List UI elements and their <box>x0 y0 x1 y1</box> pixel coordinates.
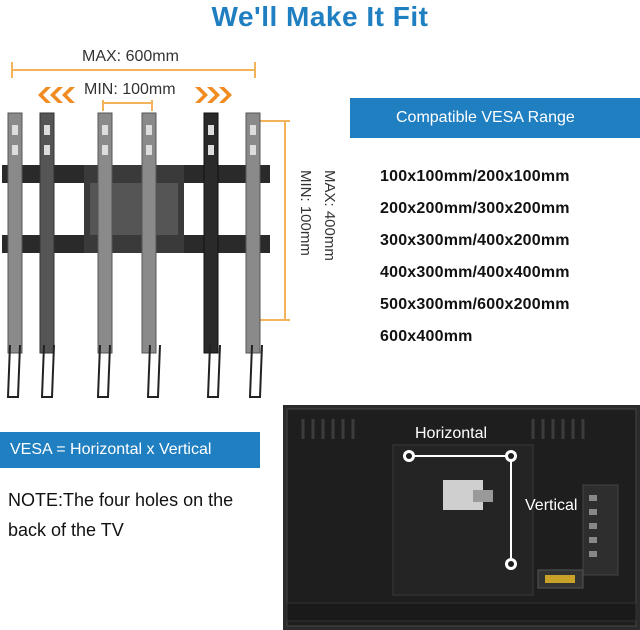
vesa-range-heading-text: Compatible VESA Range <box>396 109 575 126</box>
vesa-range-item: 500x300mm/600x200mm <box>380 296 570 313</box>
vesa-range-item: 400x300mm/400x400mm <box>380 264 570 281</box>
max-height-label: MAX: 400mm <box>321 170 338 261</box>
vesa-range-item: 300x300mm/400x200mm <box>380 232 570 249</box>
vesa-range-item: 100x100mm/200x100mm <box>380 168 570 185</box>
vesa-range-heading: Compatible VESA Range <box>350 98 640 138</box>
vesa-formula-text: VESA = Horizontal x Vertical <box>10 441 212 458</box>
max-width-label: MAX: 600mm <box>78 47 183 67</box>
vesa-range-list: 100x100mm/200x100mm 200x200mm/300x200mm … <box>380 166 640 358</box>
vesa-range-item: 200x200mm/300x200mm <box>380 200 570 217</box>
horizontal-label: Horizontal <box>415 425 488 442</box>
vesa-formula-banner: VESA = Horizontal x Vertical <box>0 432 260 468</box>
min-height-label: MIN: 100mm <box>297 170 314 256</box>
vertical-label: Vertical <box>525 497 578 514</box>
vesa-range-item: 600x400mm <box>380 328 473 345</box>
tv-mount-bracket-illustration <box>2 62 290 398</box>
min-width-label: MIN: 100mm <box>80 80 180 100</box>
page-title: We'll Make It Fit <box>211 1 429 32</box>
tv-back-illustration <box>283 405 640 630</box>
note-text: NOTE:The four holes on the back of the T… <box>8 490 234 540</box>
